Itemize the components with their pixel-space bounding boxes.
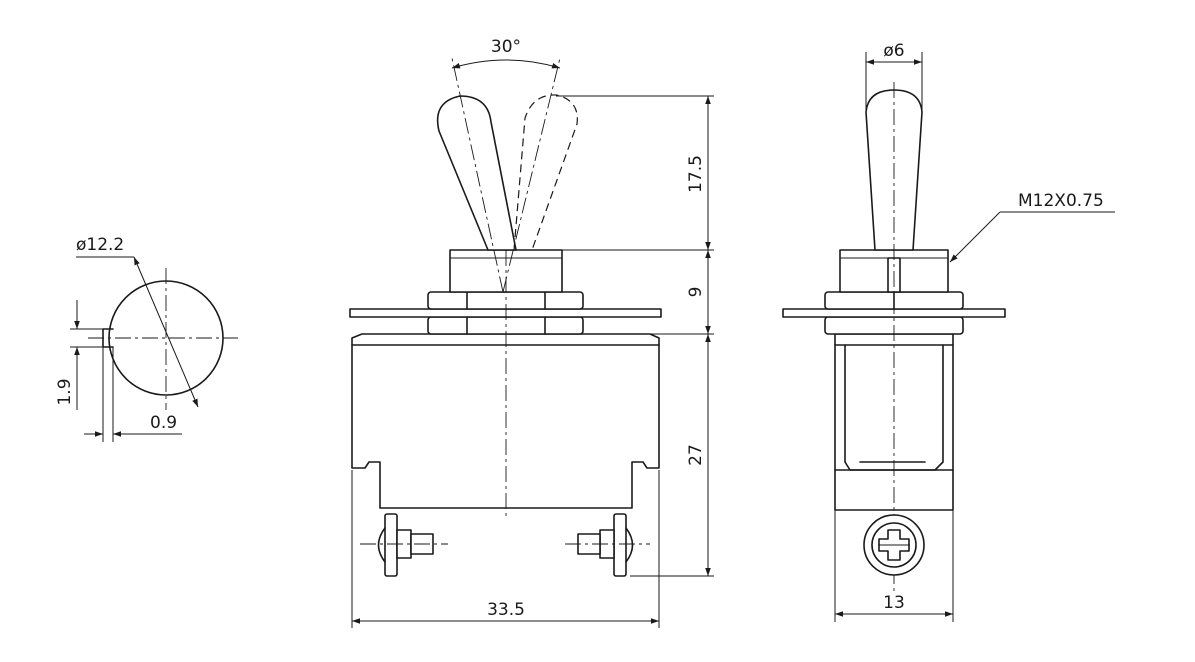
angle-label: 30° (491, 37, 521, 57)
terminal-left (360, 513, 448, 577)
key-width-label: 0.9 (150, 413, 177, 433)
handle-length-label: 17.5 (686, 155, 706, 193)
terminal-right (565, 513, 650, 577)
angle-arc (451, 59, 561, 69)
bushing-height-label: 9 (686, 287, 706, 298)
handle-diameter-label: ø6 (883, 41, 904, 61)
thread-label: M12X0.75 (1018, 191, 1104, 211)
toggle-lever-dashed (513, 94, 578, 251)
front-view: 30° 33.5 17.5 9 27 (349, 37, 714, 628)
lever-axis-right (502, 57, 561, 293)
side-view: ø6 M12X0.75 13 (782, 41, 1115, 622)
panel-cutout-view: ø12.2 1.9 0.9 (55, 235, 238, 442)
diameter-leader (133, 256, 199, 408)
mounting-plate (349, 308, 662, 318)
side-width-label: 13 (883, 593, 905, 613)
lever-axis-left (451, 57, 504, 293)
body-width-label: 33.5 (487, 600, 525, 620)
switch-body (351, 333, 660, 509)
phillips-recess (878, 529, 910, 561)
thread-leader (949, 211, 1001, 263)
lower-nut (427, 316, 584, 335)
screw-head-inner (871, 522, 917, 568)
hole-diameter-label: ø12.2 (76, 235, 124, 255)
key-height-label: 1.9 (55, 378, 75, 405)
body-height-label: 27 (686, 444, 706, 466)
upper-nut (427, 291, 584, 310)
